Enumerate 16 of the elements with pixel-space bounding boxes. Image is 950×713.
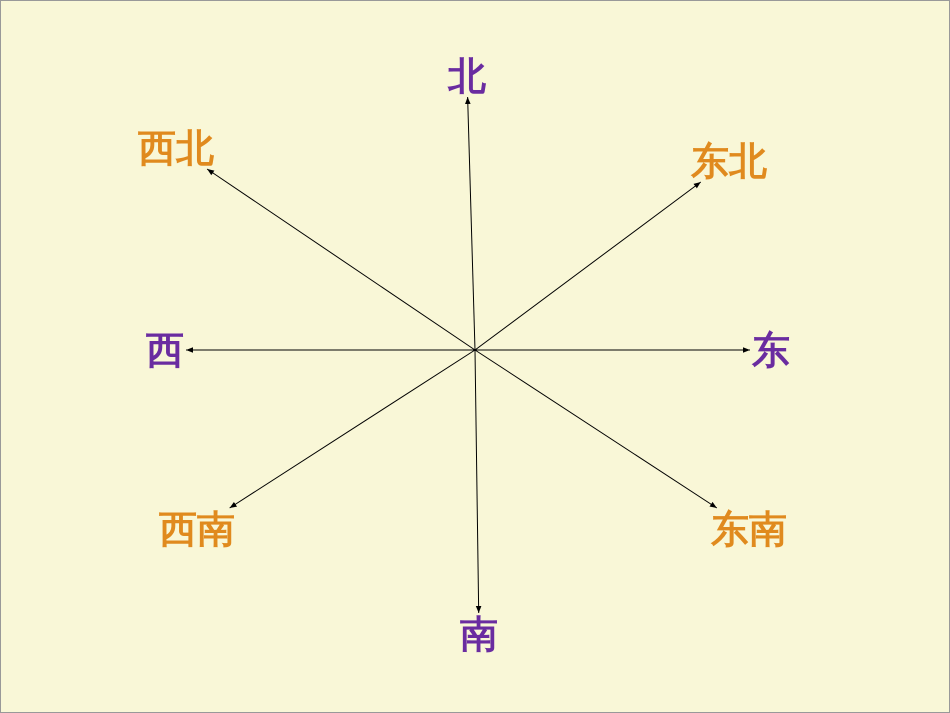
direction-label: 东北 (691, 138, 767, 184)
arrow (474, 350, 482, 614)
arrow (465, 96, 476, 350)
direction-label: 东 (752, 327, 790, 373)
arrow (206, 168, 476, 350)
direction-label: 西 (146, 327, 184, 373)
arrow (229, 350, 476, 508)
arrow (474, 347, 750, 353)
arrow (474, 350, 718, 508)
arrow (186, 347, 476, 353)
arrow (474, 182, 702, 350)
direction-label: 东南 (711, 506, 787, 552)
direction-label: 西北 (138, 125, 214, 171)
direction-label: 南 (460, 611, 498, 657)
direction-label: 北 (448, 53, 486, 99)
direction-label: 西南 (159, 506, 235, 552)
